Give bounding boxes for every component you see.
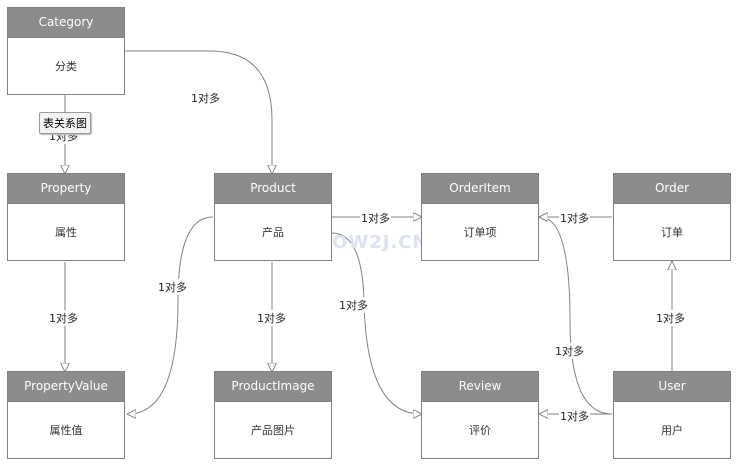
edge-label-category-product: 1对多 bbox=[190, 90, 221, 106]
edge-label-user-order: 1对多 bbox=[655, 310, 686, 326]
node-product[interactable]: Product 产品 bbox=[214, 173, 332, 261]
node-title: Property bbox=[8, 174, 124, 204]
node-order[interactable]: Order 订单 bbox=[613, 173, 731, 261]
edge-label-property-propertyvalue: 1对多 bbox=[48, 310, 79, 326]
node-subtitle: 用户 bbox=[661, 424, 683, 437]
node-subtitle: 产品 bbox=[262, 226, 284, 239]
node-category[interactable]: Category 分类 bbox=[7, 7, 125, 95]
edge-product-review bbox=[331, 232, 421, 414]
node-subtitle: 订单 bbox=[661, 226, 683, 239]
edge-category-product bbox=[125, 50, 272, 173]
node-title: Review bbox=[422, 372, 538, 402]
node-title: PropertyValue bbox=[8, 372, 124, 402]
edge-label-order-orderitem: 1对多 bbox=[559, 210, 590, 226]
node-title: OrderItem bbox=[422, 174, 538, 204]
edge-label-user-orderitem: 1对多 bbox=[554, 343, 585, 359]
node-title: Category bbox=[8, 8, 124, 38]
edge-label-product-orderitem: 1对多 bbox=[360, 210, 391, 226]
edge-label-product-review: 1对多 bbox=[338, 297, 369, 313]
node-subtitle: 分类 bbox=[55, 60, 77, 73]
edge-label-product-productimage: 1对多 bbox=[256, 310, 287, 326]
node-property[interactable]: Property 属性 bbox=[7, 173, 125, 261]
edge-label-product-propertyvalue: 1对多 bbox=[157, 279, 188, 295]
node-review[interactable]: Review 评价 bbox=[421, 371, 539, 459]
edge-label-user-review: 1对多 bbox=[559, 408, 590, 424]
edge-product-propertyvalue bbox=[128, 216, 214, 414]
node-user[interactable]: User 用户 bbox=[613, 371, 731, 459]
node-orderitem[interactable]: OrderItem 订单项 bbox=[421, 173, 539, 261]
node-subtitle: 产品图片 bbox=[251, 424, 295, 437]
node-title: Order bbox=[614, 174, 730, 204]
node-propertyvalue[interactable]: PropertyValue 属性值 bbox=[7, 371, 125, 459]
node-productimage[interactable]: ProductImage 产品图片 bbox=[214, 371, 332, 459]
node-subtitle: 属性 bbox=[55, 226, 77, 239]
node-title: ProductImage bbox=[215, 372, 331, 402]
tooltip: 表关系图 bbox=[39, 112, 91, 134]
watermark: HOW2J.CN bbox=[316, 232, 429, 253]
node-title: User bbox=[614, 372, 730, 402]
edge-user-orderitem bbox=[540, 217, 613, 415]
node-subtitle: 属性值 bbox=[49, 424, 83, 437]
node-title: Product bbox=[215, 174, 331, 204]
node-subtitle: 订单项 bbox=[463, 226, 497, 239]
node-subtitle: 评价 bbox=[469, 424, 491, 437]
